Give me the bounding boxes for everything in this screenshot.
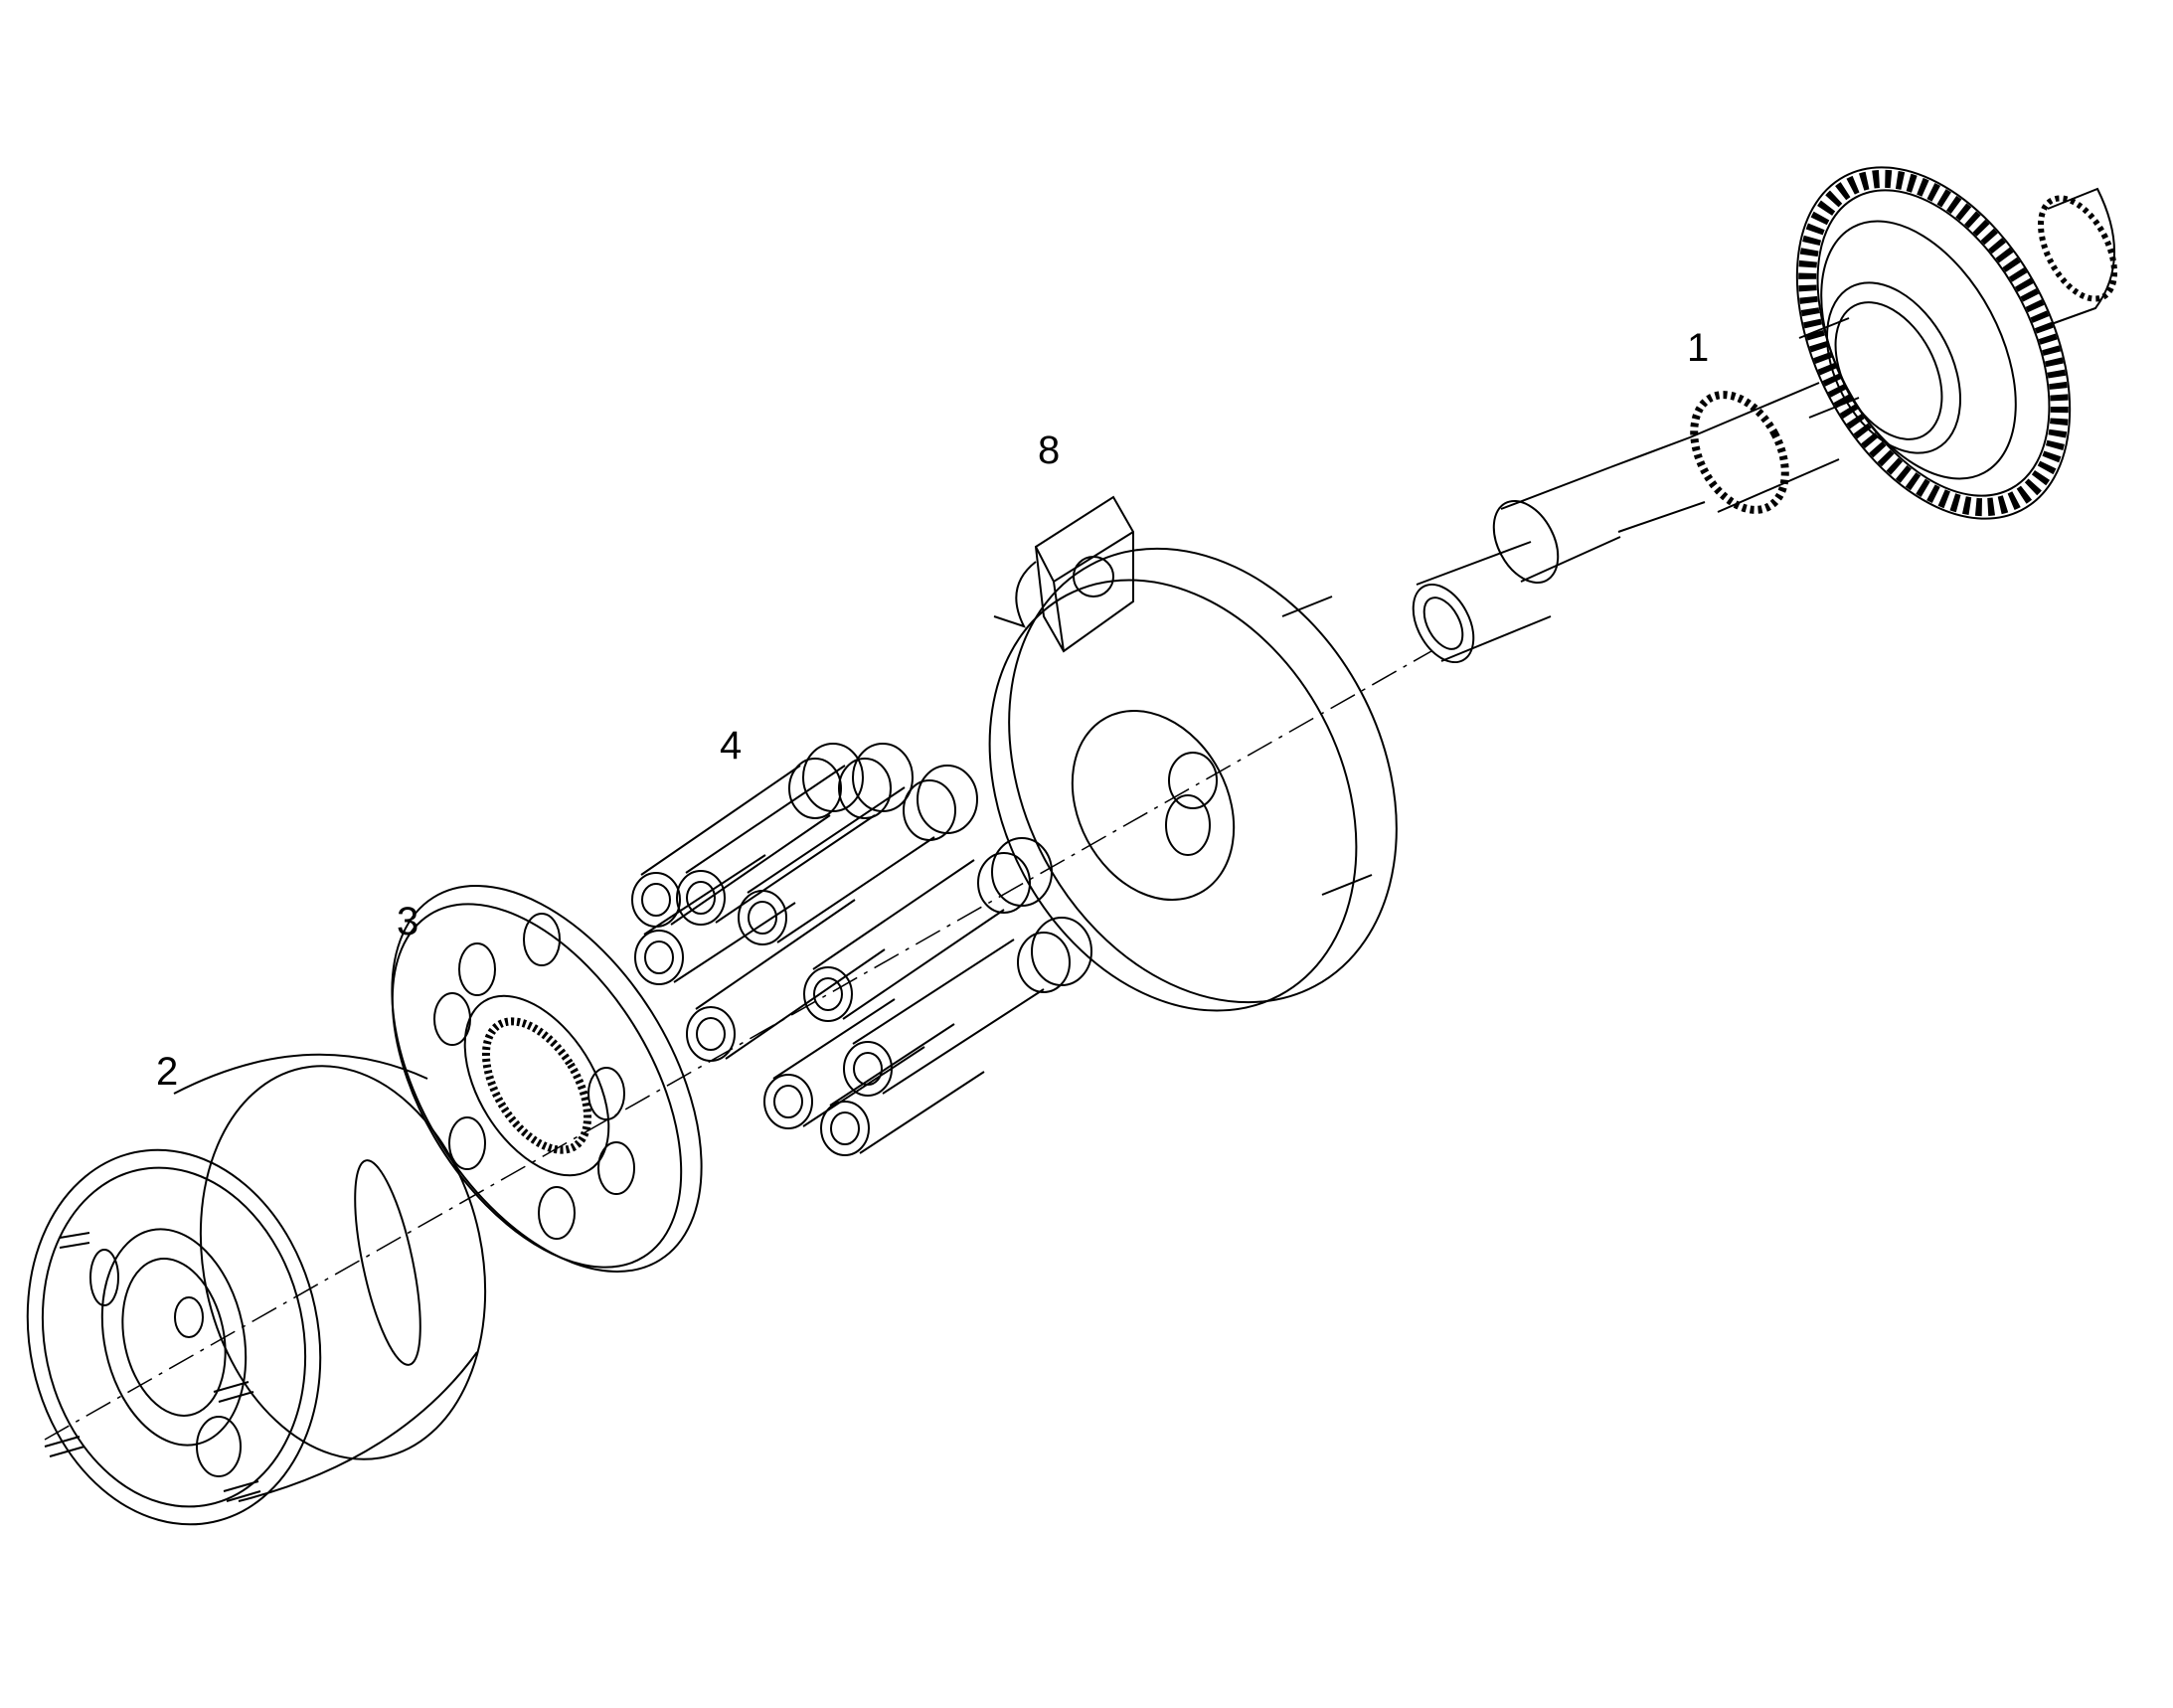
piston <box>687 900 885 1061</box>
piston <box>804 838 1052 1021</box>
piston <box>821 1024 984 1155</box>
callout-4: 4 <box>720 724 743 768</box>
piston <box>632 744 863 927</box>
drive-shaft-with-gear <box>1401 121 2129 672</box>
callout-2: 2 <box>156 1050 179 1094</box>
center-axis-line <box>45 651 1431 1440</box>
callout-3: 3 <box>397 900 419 943</box>
piston <box>739 766 977 944</box>
retainer-plate <box>328 831 765 1325</box>
piston-set <box>632 744 1091 1155</box>
piston <box>764 999 924 1128</box>
piston <box>844 918 1091 1096</box>
piston <box>635 855 795 984</box>
callout-1: 1 <box>1687 326 1710 370</box>
callout-8: 8 <box>1038 428 1061 472</box>
swash-plate-assembly <box>918 481 1473 1076</box>
cylinder-block <box>0 1039 521 1552</box>
